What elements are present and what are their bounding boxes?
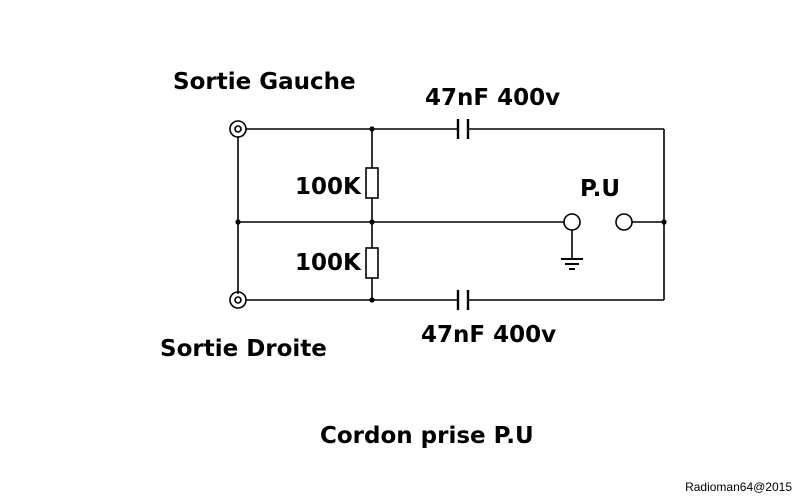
jack-right-inner xyxy=(234,296,242,304)
jack-right-outer xyxy=(229,291,247,309)
label-cap-bottom: 47nF 400v xyxy=(421,322,557,348)
junction-left xyxy=(235,219,241,225)
junction-top xyxy=(369,126,375,132)
diagram-title: Cordon prise P.U xyxy=(320,423,534,449)
label-res-top: 100K xyxy=(295,174,361,200)
junction-right xyxy=(661,219,667,225)
label-cap-top: 47nF 400v xyxy=(425,85,561,111)
resistor-top xyxy=(365,167,379,199)
label-pu: P.U xyxy=(580,176,621,202)
credit-text: Radioman64@2015 xyxy=(685,480,792,494)
junction-bottom xyxy=(369,297,375,303)
resistor-bottom xyxy=(365,247,379,279)
jack-left-outer xyxy=(229,120,247,138)
junction-middle xyxy=(369,219,375,225)
pu-terminal-right xyxy=(615,213,633,231)
label-right-output: Sortie Droite xyxy=(160,336,327,362)
label-res-bottom: 100K xyxy=(295,250,361,276)
pu-terminal-left xyxy=(563,213,581,231)
label-left-output: Sortie Gauche xyxy=(173,69,356,95)
jack-left-inner xyxy=(234,125,242,133)
